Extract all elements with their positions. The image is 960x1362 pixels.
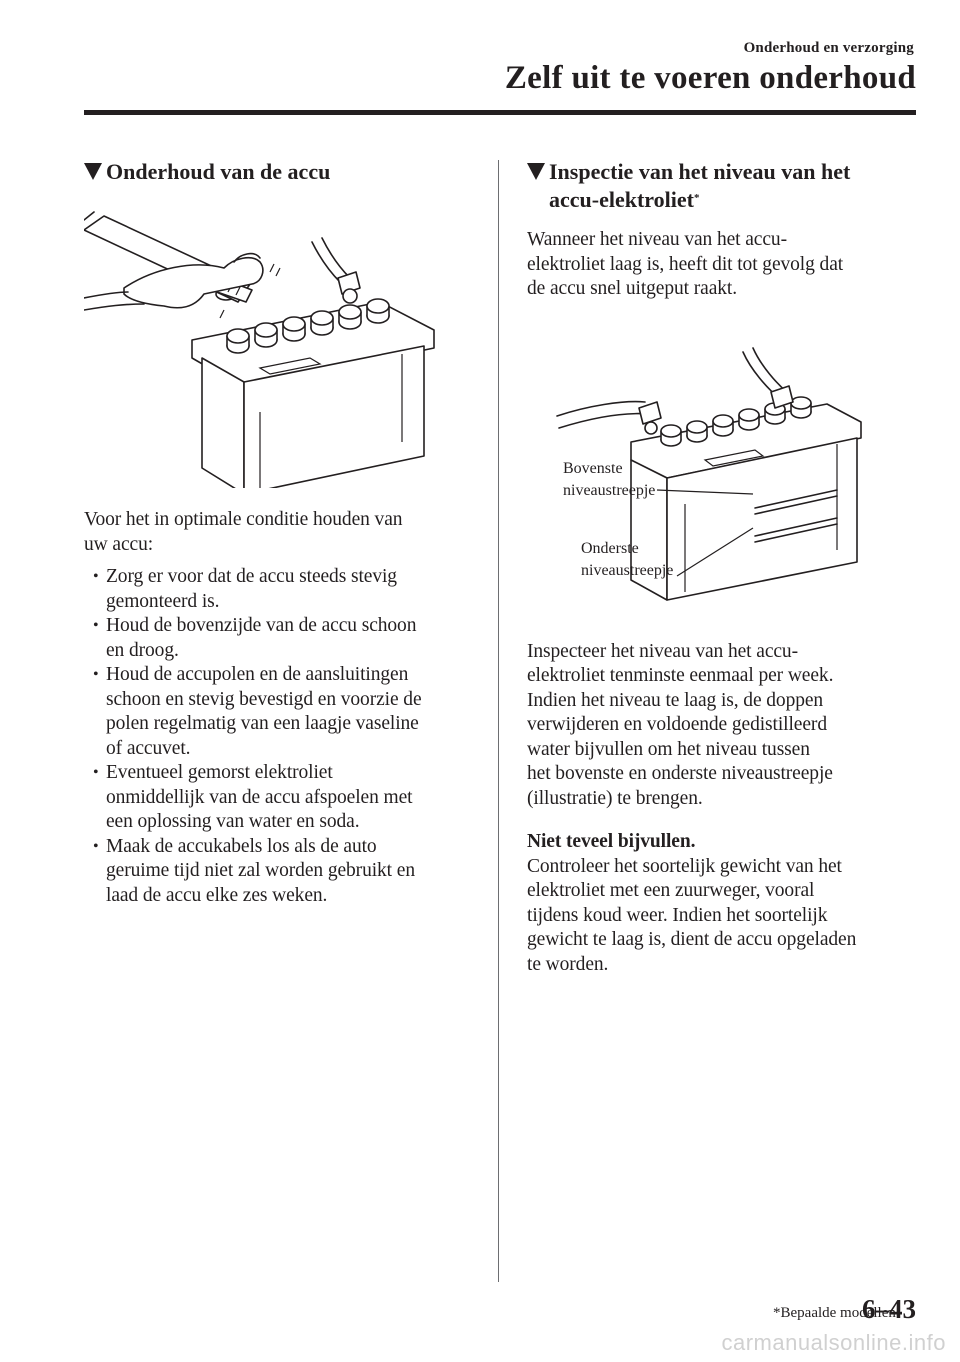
list-item: • Zorg er voor dat de accu steeds stevig…: [93, 566, 397, 612]
gravity-para-line: gewicht te laag is, dient de accu opgela…: [527, 929, 857, 950]
running-header-title: Zelf uit te voeren onderhoud: [504, 60, 916, 96]
inspection-intro-1: Wanneer het niveau van het accu-: [527, 229, 787, 250]
inspection-intro-3: de accu snel uitgeput raakt.: [527, 278, 737, 299]
inspection-intro-2: elektroliet laag is, heeft dit tot gevol…: [527, 253, 844, 275]
left-column: Onderhoud van de accu: [84, 158, 476, 908]
inspection-para-line: Indien het niveau te laag is, de doppen: [527, 689, 824, 711]
overfill-warning: Niet teveel bijvullen.: [527, 831, 696, 852]
inspection-para-line: (illustratie) te brengen.: [527, 787, 703, 809]
section-heading-battery-maintenance: Onderhoud van de accu: [84, 158, 476, 186]
running-header-section: Onderhoud en verzorging: [743, 40, 914, 56]
inspection-para-line: Inspecteer het niveau van het accu-: [527, 640, 798, 662]
section-triangle-icon: [84, 163, 102, 180]
section-heading-electrolyte-inspection: Inspectie van het niveau van het accu-el…: [527, 158, 922, 214]
bullet-icon: •: [93, 666, 99, 683]
lower-level-label: Onderste niveaustreepje: [581, 539, 674, 579]
upper-level-label: Bovenste niveaustreepje: [563, 459, 656, 499]
watermark: carmanualsonline.info: [721, 1330, 946, 1355]
footnote-certain-models: *Bepaalde modellen.: [773, 1305, 900, 1321]
section-triangle-icon: [527, 163, 545, 180]
battery-level-illustration: [556, 346, 862, 601]
bullet-icon: •: [93, 837, 99, 855]
bullet-icon: •: [93, 568, 99, 585]
inspection-para-line: verwijderen en voldoende gedistilleerd: [527, 714, 827, 735]
gravity-para-line: te worden.: [527, 953, 609, 975]
section-heading-text: Onderhoud van de accu: [106, 159, 331, 184]
intro-line-1: Voor het in optimale conditie houden van: [84, 509, 403, 530]
bullet-icon: •: [93, 764, 99, 781]
page-number: 6–43: [862, 1294, 916, 1324]
intro-line-2: uw accu:: [84, 533, 154, 555]
bullet-icon: •: [93, 617, 99, 634]
column-divider: [498, 160, 499, 1282]
section-heading-text: Inspectie van het niveau van het accu-el…: [549, 159, 851, 212]
electrolyte-level-figure: Bovenste niveaustreepje Onderste niveaus…: [527, 310, 922, 640]
maintenance-tips-list: • Zorg er voor dat de accu steeds stevig…: [84, 565, 476, 908]
inspection-para-line: elektroliet tenminste eenmaal per week.: [527, 665, 834, 686]
inspection-para-line: het bovenste en onderste niveaustreepje: [527, 763, 833, 784]
header-rule: [84, 110, 916, 115]
gravity-para-line: Controleer het soortelijk gewicht van he…: [527, 855, 842, 877]
footnote-marker: *: [693, 192, 700, 204]
gravity-para-line: tijdens koud weer. Indien het soortelijk: [527, 904, 828, 926]
right-column: Inspectie van het niveau van het accu-el…: [527, 158, 922, 977]
inspection-para-line: water bijvullen om het niveau tussen: [527, 738, 810, 760]
battery-cleaning-illustration: [84, 211, 435, 488]
gravity-para-line: elektroliet met een zuurweger, vooral: [527, 880, 815, 901]
